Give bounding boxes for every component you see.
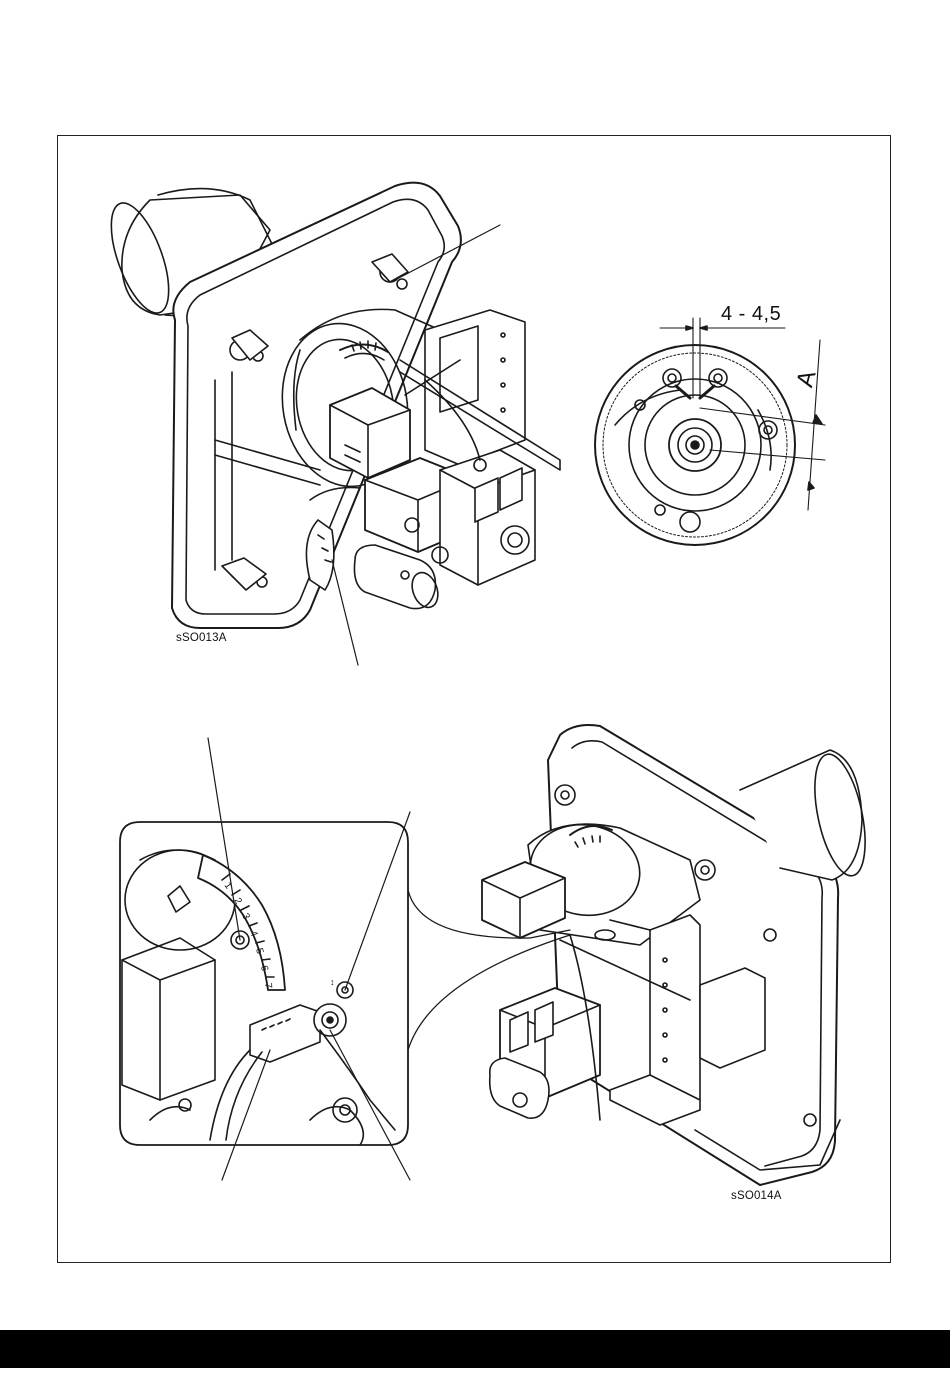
leader-line-top-2 [332, 560, 358, 665]
motor-top [330, 388, 410, 478]
burner-top [99, 183, 560, 665]
figure-code-top: sSO013A [176, 632, 227, 644]
dimension-a-lines [700, 340, 825, 510]
nozzle-electrode-detail [595, 318, 825, 545]
solenoid-valve-top [354, 545, 442, 611]
mounting-plate-top [425, 310, 525, 465]
detail-inset: 1 2 3 4 5 6 7 ↕ [120, 738, 570, 1180]
svg-text:↕: ↕ [330, 977, 335, 987]
inset-motor [122, 938, 215, 1100]
footer-bar [0, 1330, 950, 1368]
dimension-gap-label: 4 - 4,5 [721, 303, 781, 326]
oil-pump-bottom [490, 988, 600, 1118]
burner-bottom [482, 725, 874, 1185]
figure-code-bottom: sSO014A [731, 1190, 782, 1202]
